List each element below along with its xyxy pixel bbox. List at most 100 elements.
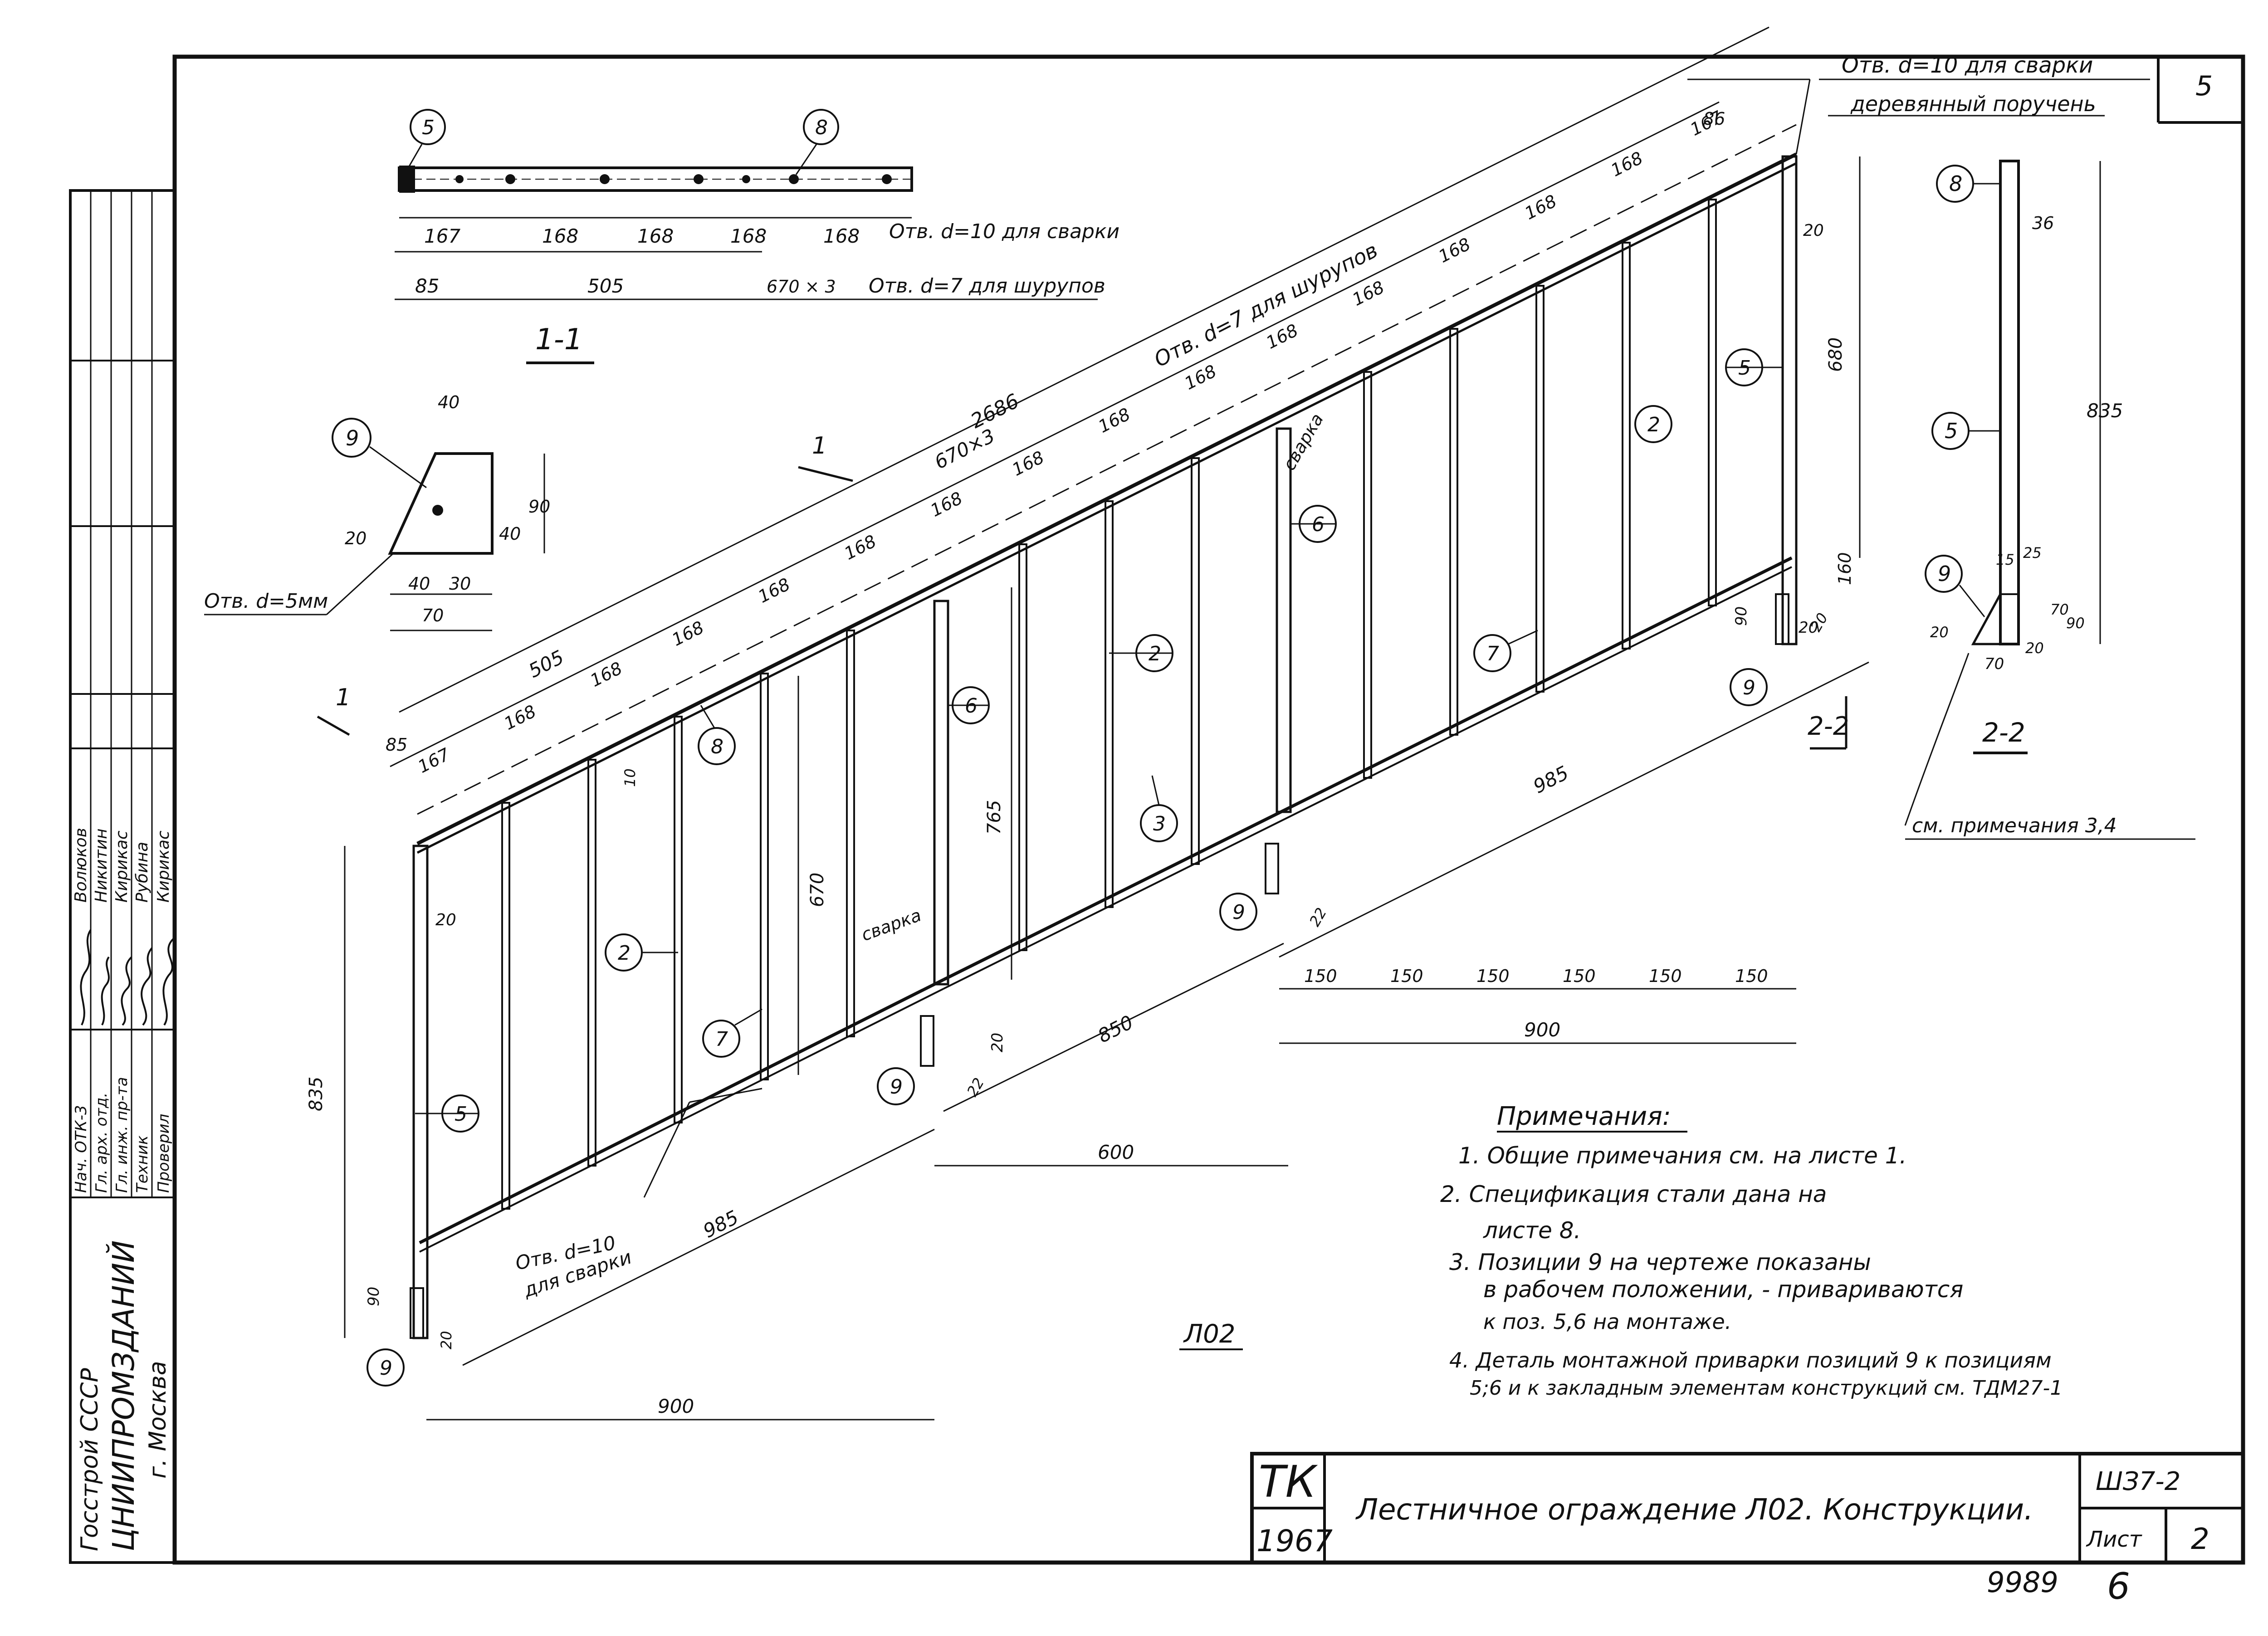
rail-dim-i: 168 [927, 488, 966, 521]
s11-dim-3: 168 [637, 225, 674, 247]
view-mark: Л02 [1179, 1319, 1243, 1350]
d9-dim-40-b: 40 [408, 574, 430, 594]
stamp-name-2: Никитин [92, 828, 111, 903]
rail-dim-n: 168 [501, 701, 539, 734]
title-block: ТК 1967 Лестничное ограждение Л02. Конст… [1250, 1452, 2245, 1607]
svg-text:1: 1 [336, 684, 351, 711]
callout-7-b: 7 [1473, 634, 1511, 672]
note-1: 1. Общие примечания см. на листе 1. [1458, 1143, 1906, 1169]
sheet-label: Лист [2086, 1527, 2143, 1552]
inventory-suffix: 6 [2107, 1565, 2130, 1607]
rail-dim-86: 86 [1703, 109, 1725, 129]
callout-3: 3 [1140, 804, 1178, 842]
svg-text:2: 2 [1647, 413, 1660, 436]
hdim-900-left: 900 [658, 1395, 694, 1417]
stamp-org-2: ЦНИИПРОМЗДАНИЙ [106, 1240, 141, 1551]
drawing-title: Лестничное ограждение Л02. Конструкции. [1355, 1493, 2033, 1527]
vdim-765: 765 [984, 800, 1005, 835]
hdim-985-right: 985 [1530, 762, 1572, 798]
callout-9-a: 9 [367, 1348, 405, 1387]
s22-dim-835: 835 [2087, 400, 2123, 422]
main-weld-hole-note: Отв. d=10 для сварки [1842, 53, 2093, 78]
callout-9-c: 9 [1219, 893, 1257, 931]
rail-dim-167-bot: 167 [415, 744, 453, 777]
callout-2-c: 2 [1634, 405, 1672, 443]
section-marker-1-top: 1 [798, 432, 853, 482]
rail-dim-g: 168 [1095, 404, 1134, 437]
notes-heading: Примечания: [1497, 1102, 1671, 1131]
s11-callout-5: 5 [422, 116, 435, 139]
callouts: 2 2 2 2 3 5 5 6 6 7 7 8 9 9 9 9 [0, 0, 1784, 1387]
section-2-2: 8 5 9 36 835 15 25 70 90 20 20 70 2-2 см… [1904, 160, 2195, 840]
rail-dim-h: 168 [1009, 447, 1047, 480]
note-3c: к поз. 5,6 на монтаже. [1483, 1309, 1731, 1334]
s22-dim-20l: 20 [1930, 624, 1949, 641]
s22-note: см. примечания 3,4 [1912, 814, 2117, 837]
svg-text:9: 9 [1743, 676, 1755, 699]
hdim-850: 850 [1094, 1011, 1137, 1047]
rail-dim-f: 168 [1181, 361, 1220, 394]
left-stamp: Нач. ОТК-3 Гл. арх. отд. Гл. инж. пр-та … [69, 189, 176, 1564]
main-handrail-note: деревянный поручень [1850, 92, 2096, 116]
s11-callout-8: 8 [815, 116, 828, 139]
weld-label-lower: сварка [859, 905, 924, 945]
vdim-20-a: 20 [435, 911, 456, 929]
s11-dim-85: 85 [415, 275, 439, 297]
vdim-20-mid: 20 [988, 1033, 1007, 1052]
hdim-150-4: 150 [1563, 966, 1596, 986]
rail-dim-e: 168 [1263, 320, 1301, 353]
svg-text:9: 9 [380, 1357, 392, 1380]
vdim-20-c: 20 [1799, 619, 1818, 637]
overall-dim-670x3: 670×3 [931, 425, 998, 474]
rail-dim-k: 168 [755, 574, 793, 607]
callout-7-a: 7 [702, 1020, 740, 1058]
rail-dim-85: 85 [386, 735, 407, 755]
note-3b: в рабочем положении, - привариваются [1483, 1276, 1963, 1303]
svg-text:1: 1 [812, 432, 827, 459]
d9-dim-70: 70 [422, 606, 444, 625]
stamp-name-5: Кирикас [154, 830, 173, 903]
rail-dim-d: 168 [1349, 277, 1388, 310]
s22-label: 2-2 [1982, 717, 2025, 748]
svg-text:3: 3 [1153, 812, 1166, 835]
sheet-number: 5 [2195, 70, 2213, 102]
vdim-90-right: 90 [1732, 606, 1750, 626]
d9-dim-20: 20 [345, 528, 367, 548]
note-2b: листе 8. [1483, 1217, 1581, 1244]
detail-9: 9 40 20 40 90 40 30 70 Отв. d=5мм [204, 392, 550, 631]
vdim-160: 160 [1835, 552, 1855, 585]
s22-dim-15: 15 [1996, 551, 2014, 568]
vdim-680: 680 [1825, 337, 1846, 372]
d9-callout: 9 [346, 426, 359, 450]
note-2: 2. Спецификация стали дана на [1440, 1181, 1827, 1207]
s11-dim-505: 505 [587, 275, 624, 297]
d9-dim-30: 30 [449, 574, 471, 594]
stamp-name-3: Кирикас [112, 830, 131, 903]
callout-9-b: 9 [877, 1067, 915, 1105]
rail-dim-b: 168 [1521, 191, 1560, 224]
rail-dim-a: 168 [1608, 148, 1646, 181]
note-4b: 5;6 и к закладным элементам конструкций … [1470, 1377, 2063, 1400]
stamp-role-2: Гл. арх. отд. [93, 1093, 111, 1193]
s22-callout-8: 8 [1949, 171, 1962, 196]
hdim-150-2: 150 [1390, 966, 1423, 986]
rail-dim-c: 168 [1435, 234, 1474, 267]
vdim-20-b: 20 [1803, 221, 1824, 240]
title-org: ТК [1259, 1456, 1318, 1507]
s22-dim-70v: 70 [2050, 601, 2069, 618]
sheet-no: 2 [2191, 1523, 2209, 1556]
s22-dim-25: 25 [2023, 544, 2042, 562]
stamp-org-1: Госстрой СССР [76, 1368, 103, 1551]
s11-weld-note: Отв. d=10 для сварки [889, 220, 1119, 243]
stamp-role-5: Проверил [155, 1114, 173, 1193]
weld-label-upper: сварка [1279, 410, 1328, 474]
s22-dim-36: 36 [2032, 213, 2054, 233]
s22-dim-20r: 20 [2025, 640, 2044, 657]
vdim-835: 835 [306, 1077, 327, 1111]
stamp-name-1: Волюков [72, 828, 90, 903]
screw-hole-note: Отв. d=7 для шурупов [1150, 238, 1382, 372]
hdim-600: 600 [1098, 1141, 1134, 1163]
rail-dim-j: 168 [841, 531, 880, 564]
